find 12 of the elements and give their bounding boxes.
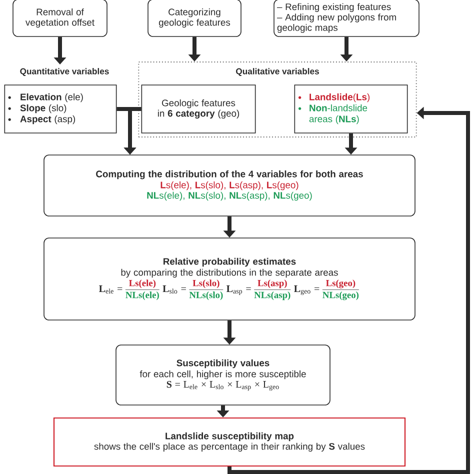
process-box: Categorizing geologic features — [148, 0, 242, 37]
area-box: Landslide(Ls) Non-landslide areas (NLs) — [294, 84, 408, 134]
variable-list-box: Elevation (ele) Slope (slo) Aspect (asp) — [4, 84, 117, 134]
section-heading: Quantitative variables — [20, 68, 109, 76]
section-heading: Qualitative variables — [236, 68, 319, 76]
process-box: Relative probability estimates by comparing the distributions in the separate areas L$_{ele}$ = Ls(ele) NLs(ele) L$_{slo}$ = Ls(slo) NLs(slo) L$_{asp}$ = Ls(asp) NLs(asp) L$_{geo}$ = Ls(geo) NLs(geo) — [44, 238, 416, 320]
process-box: Susceptibility values for each cell, higher is more susceptible S = L$_{ele}$ × L$_{slo}$ × L$_{asp}$ × L$_{geo}$ — [116, 344, 330, 406]
variable-box: Geologic features in 6 category (geo) — [141, 84, 256, 134]
result-box: Landslide susceptibility map shows the cell's place as percentage in their ranking by S values — [53, 417, 406, 467]
process-box: Removal of vegetation offset — [12, 0, 108, 37]
process-box: – Refining existing features – Adding new polygons from geologic maps — [274, 0, 420, 37]
process-box: Computing the distribution of the 4 variables for both areas Ls(ele), Ls(slo), Ls(asp), Ls(geo) NLs(ele), NLs(slo), NLs(asp), NLs(geo) — [44, 154, 416, 216]
